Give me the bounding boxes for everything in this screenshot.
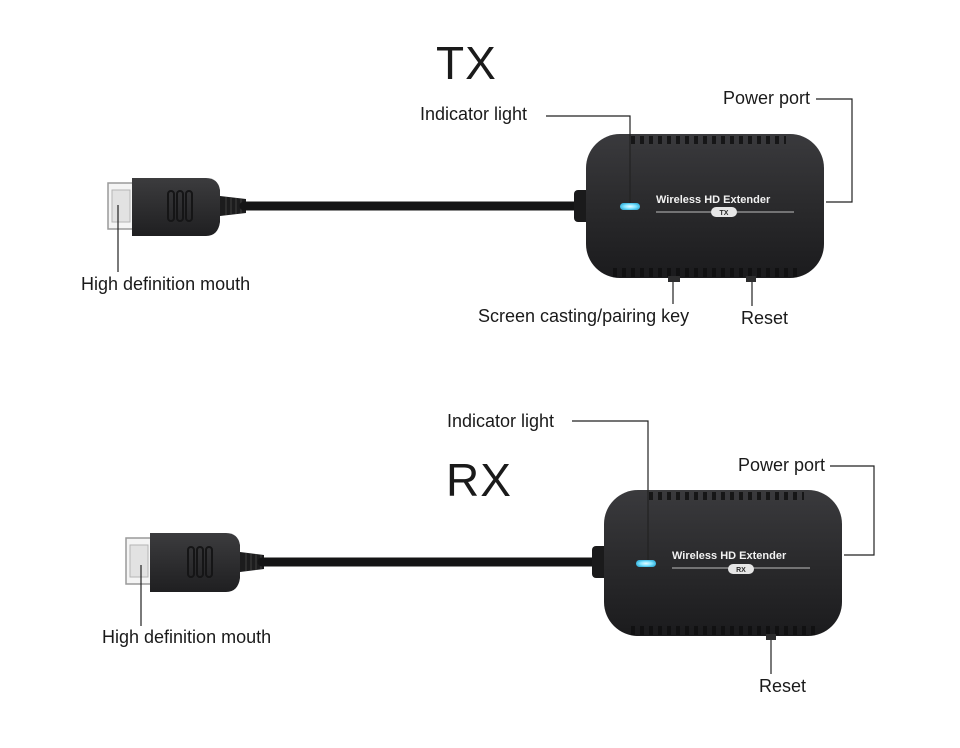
tx-pairing-key [668,276,680,282]
rx-device-tag: RX [736,567,746,574]
rx-device: Wireless HD Extender RX [125,490,842,640]
tx-indicator-light-label: Indicator light [420,104,528,124]
rx-reset-label: Reset [759,676,807,696]
tx-device-tag: TX [720,210,729,217]
tx-leader-lines [117,98,853,306]
tx-device: Wireless HD Extender TX [107,134,824,282]
tx-reset-label: Reset [741,308,789,328]
tx-reset-button [746,276,756,282]
rx-reset-button [766,634,776,640]
rx-indicator-light-label: Indicator light [447,411,555,431]
rx-hdmi-label: High definition mouth [102,627,272,647]
tx-power-port-label: Power port [723,88,811,108]
rx-power-port-label: Power port [738,455,826,475]
tx-box [586,134,824,278]
rx-box [604,490,842,636]
tx-pairing-key-label: Screen casting/pairing key [478,306,690,326]
tx-indicator-led [620,203,640,210]
tx-device-brand: Wireless HD Extender [656,194,771,206]
rx-indicator-led [636,560,656,567]
rx-device-brand: Wireless HD Extender [672,550,787,562]
tx-hdmi-label: High definition mouth [81,274,251,294]
rx-title: RX [446,454,512,506]
tx-title: TX [436,37,497,89]
rx-leader-lines [140,420,875,674]
